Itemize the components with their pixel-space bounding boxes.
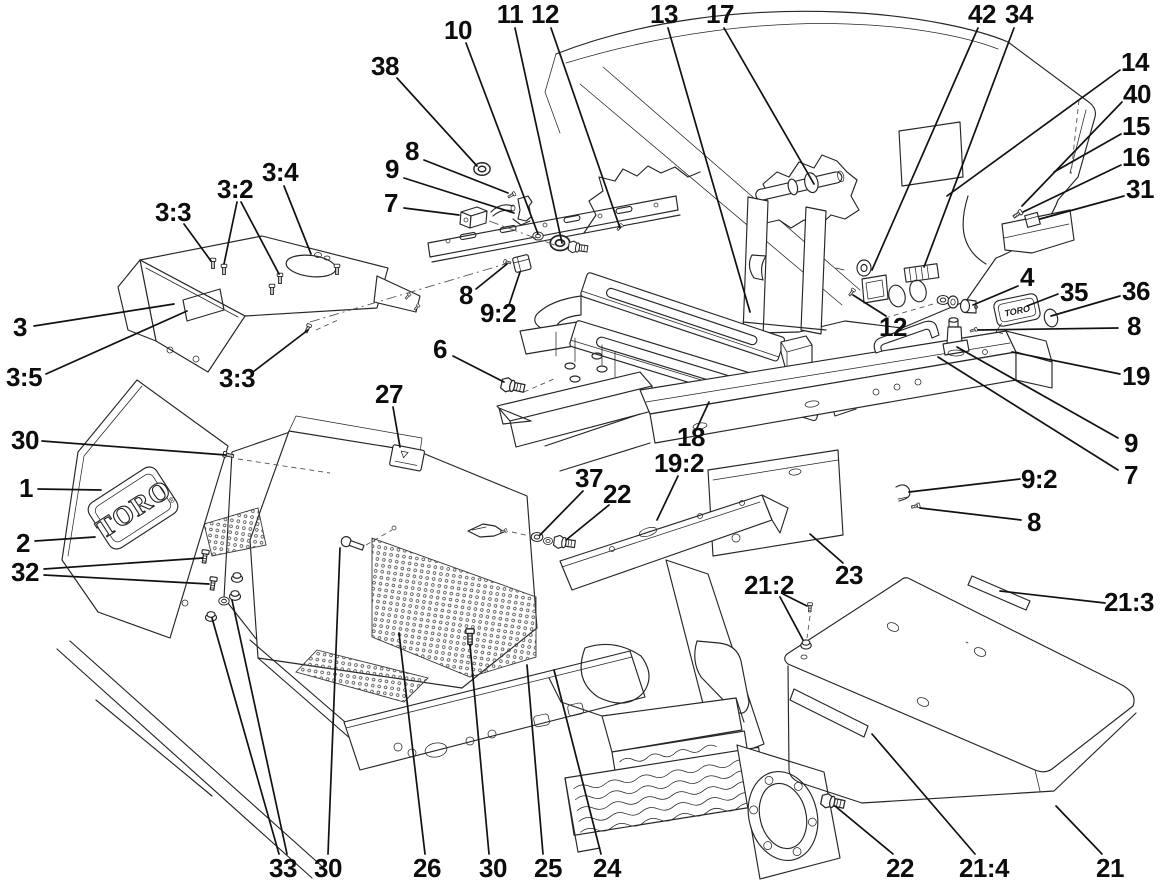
toro-key-tag: TORO	[993, 293, 1041, 334]
platform	[56, 507, 646, 879]
latch-plunger	[942, 317, 970, 357]
latch-plate-cluster	[847, 263, 940, 308]
clamp-and-screws	[895, 484, 921, 510]
step-assembly	[548, 559, 847, 880]
svg-text:®: ®	[167, 495, 177, 506]
grab-handle	[873, 320, 940, 354]
slotted-channel	[427, 195, 681, 263]
panel-fasteners	[199, 450, 331, 622]
floor-plate	[496, 331, 653, 448]
side-plate	[962, 195, 1075, 265]
fender	[784, 575, 1137, 804]
key-switch-group: TORO	[884, 293, 1059, 334]
upper-latch-group	[459, 162, 561, 248]
toro-front-panel: TORO ®	[61, 379, 229, 639]
axle-flange	[747, 770, 819, 862]
console	[117, 235, 513, 373]
cable-tie-group	[467, 523, 577, 552]
left-frame-rail	[559, 494, 789, 591]
leader-lines	[33, 27, 1125, 855]
mid-bracket	[502, 254, 532, 273]
main-frame-rail	[544, 330, 1053, 472]
